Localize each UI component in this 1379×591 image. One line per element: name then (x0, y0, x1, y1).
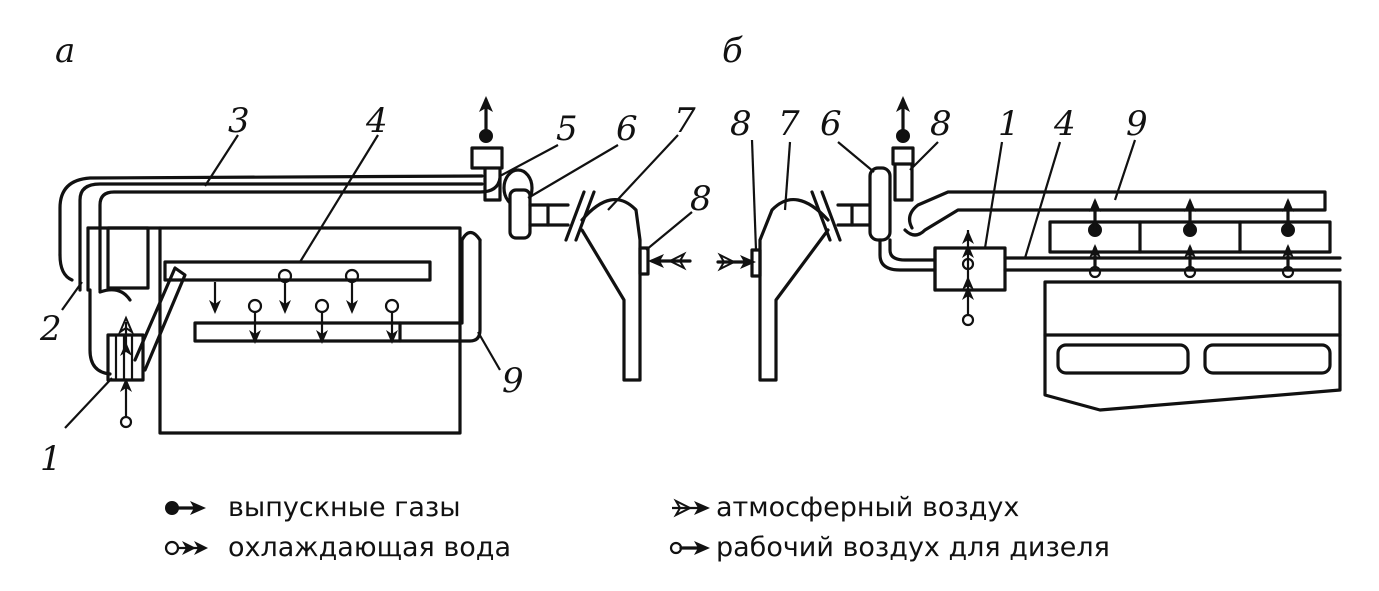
label-a-2: 2 (39, 309, 62, 349)
pipe-3-outer (98, 176, 502, 292)
label-a-8: 8 (690, 179, 712, 219)
panel-b-letter: б (722, 31, 743, 71)
label-b-7: 7 (778, 104, 800, 144)
cooling-water-arrow-b (961, 230, 975, 327)
legend-exhaust-label: выпускные газы (228, 492, 461, 523)
legend-working-air-icon (669, 541, 710, 555)
fan-housing-7b (758, 198, 830, 382)
engine-block-b (1043, 280, 1342, 412)
legend: выпускные газы охлаждающая вода атмосфер… (164, 492, 1110, 563)
exhaust-pipe-9b (903, 190, 1327, 237)
legend-water-icon (164, 540, 208, 556)
panel-a-letter: а (55, 31, 75, 71)
panel-a-drawing (58, 96, 693, 435)
legend-exhaust-icon (165, 501, 206, 515)
label-a-7: 7 (674, 101, 696, 141)
label-a-3: 3 (228, 101, 250, 141)
legend-working-air-label: рабочий воздух для дизеля (716, 532, 1110, 563)
legend-atm-air-label: атмосферный воздух (716, 492, 1019, 523)
label-b-8-left: 8 (730, 104, 752, 144)
manifold-4 (163, 260, 432, 282)
label-b-4: 4 (1053, 104, 1076, 144)
label-a-4: 4 (365, 101, 388, 141)
label-b-9: 9 (1126, 104, 1148, 144)
label-b-6: 6 (820, 104, 842, 144)
cooler-box (106, 226, 150, 290)
exhaust-arrows-b (1088, 198, 1295, 237)
label-a-5: 5 (556, 109, 578, 149)
legend-water-label: охлаждающая вода (228, 532, 511, 563)
legend-atm-air-icon (672, 498, 710, 518)
label-b-1: 1 (998, 104, 1020, 144)
fan-housing-7 (580, 198, 642, 382)
label-a-6: 6 (616, 109, 638, 149)
label-b-8-right: 8 (930, 104, 952, 144)
engine-block-a (158, 226, 462, 435)
label-a-9: 9 (502, 361, 524, 401)
panel-b-drawing (716, 96, 1342, 412)
label-a-1: 1 (40, 439, 62, 479)
working-air-arrows-b (1088, 244, 1295, 279)
pipe-9 (398, 238, 482, 343)
cooling-water-arrows-a (209, 268, 400, 344)
